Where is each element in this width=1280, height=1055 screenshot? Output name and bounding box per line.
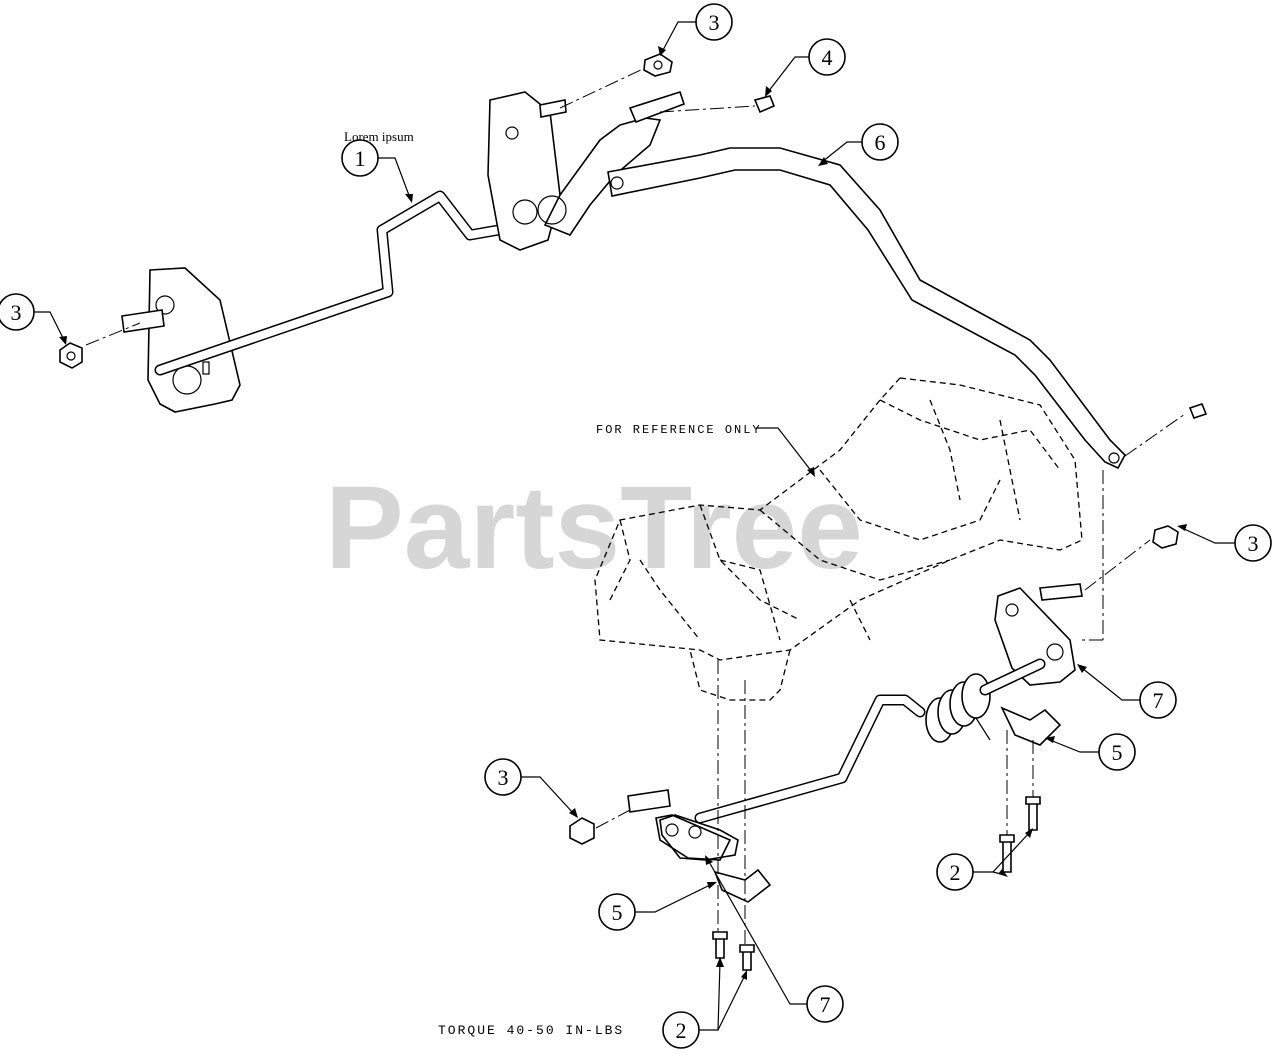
screw-4	[753, 95, 776, 114]
callout-3-top: 3	[658, 3, 733, 56]
lift-link	[607, 147, 1126, 470]
svg-text:7: 7	[1153, 688, 1164, 713]
callout-3-lower: 3	[484, 758, 578, 818]
callout-5-left: 5	[598, 882, 717, 931]
svg-text:4: 4	[822, 45, 833, 70]
lower-right-bracket	[994, 587, 1076, 686]
spring	[925, 673, 991, 743]
notes: FOR REFERENCE ONLY TORQUE 40-50 IN-LBS	[438, 423, 815, 1038]
svg-text:7: 7	[820, 992, 831, 1017]
svg-text:3: 3	[709, 10, 720, 35]
callout-2-bottom: 2	[662, 957, 747, 1049]
clip-right	[1000, 706, 1062, 746]
callout-3-right: 3	[1177, 524, 1272, 562]
callout-4: 4	[765, 38, 846, 97]
nut-right	[1152, 525, 1179, 549]
callout-7-right: 7	[1077, 664, 1177, 719]
callout-1: Lorem ipsum 1	[341, 129, 414, 203]
upper-left-bracket	[147, 267, 241, 413]
nut-lower-left	[569, 817, 595, 845]
callout-6: 6	[818, 123, 899, 166]
lower-lift-shaft-assembly	[627, 583, 1083, 971]
svg-text:1: 1	[355, 146, 366, 171]
lift-arm	[543, 117, 662, 236]
fasteners	[59, 53, 1208, 845]
reference-note: FOR REFERENCE ONLY	[596, 423, 762, 437]
svg-text:3: 3	[1248, 531, 1259, 556]
callout-2-right: 2	[936, 828, 1033, 891]
nut-top	[643, 53, 673, 77]
reference-chassis	[594, 377, 1083, 701]
svg-text:3: 3	[11, 300, 22, 325]
svg-text:5: 5	[1112, 740, 1123, 765]
svg-text:2: 2	[950, 860, 961, 885]
callout-3-left: 3	[0, 293, 67, 345]
svg-text:3: 3	[498, 765, 509, 790]
alignment-lines	[85, 67, 1186, 945]
svg-text:5: 5	[612, 900, 623, 925]
svg-text:6: 6	[875, 130, 886, 155]
watermark-text: PartsTree	[325, 462, 863, 594]
callout-7-bottom: 7	[705, 855, 844, 1023]
screw-right	[1188, 403, 1208, 419]
callouts: 3 4 Lorem ipsum 1 6 3	[0, 3, 1272, 1049]
callout-5-right: 5	[1045, 733, 1136, 771]
nut-left	[59, 342, 83, 369]
upper-lift-shaft-assembly	[121, 90, 1126, 470]
torque-note: TORQUE 40-50 IN-LBS	[438, 1023, 624, 1038]
svg-text:2: 2	[676, 1018, 687, 1043]
